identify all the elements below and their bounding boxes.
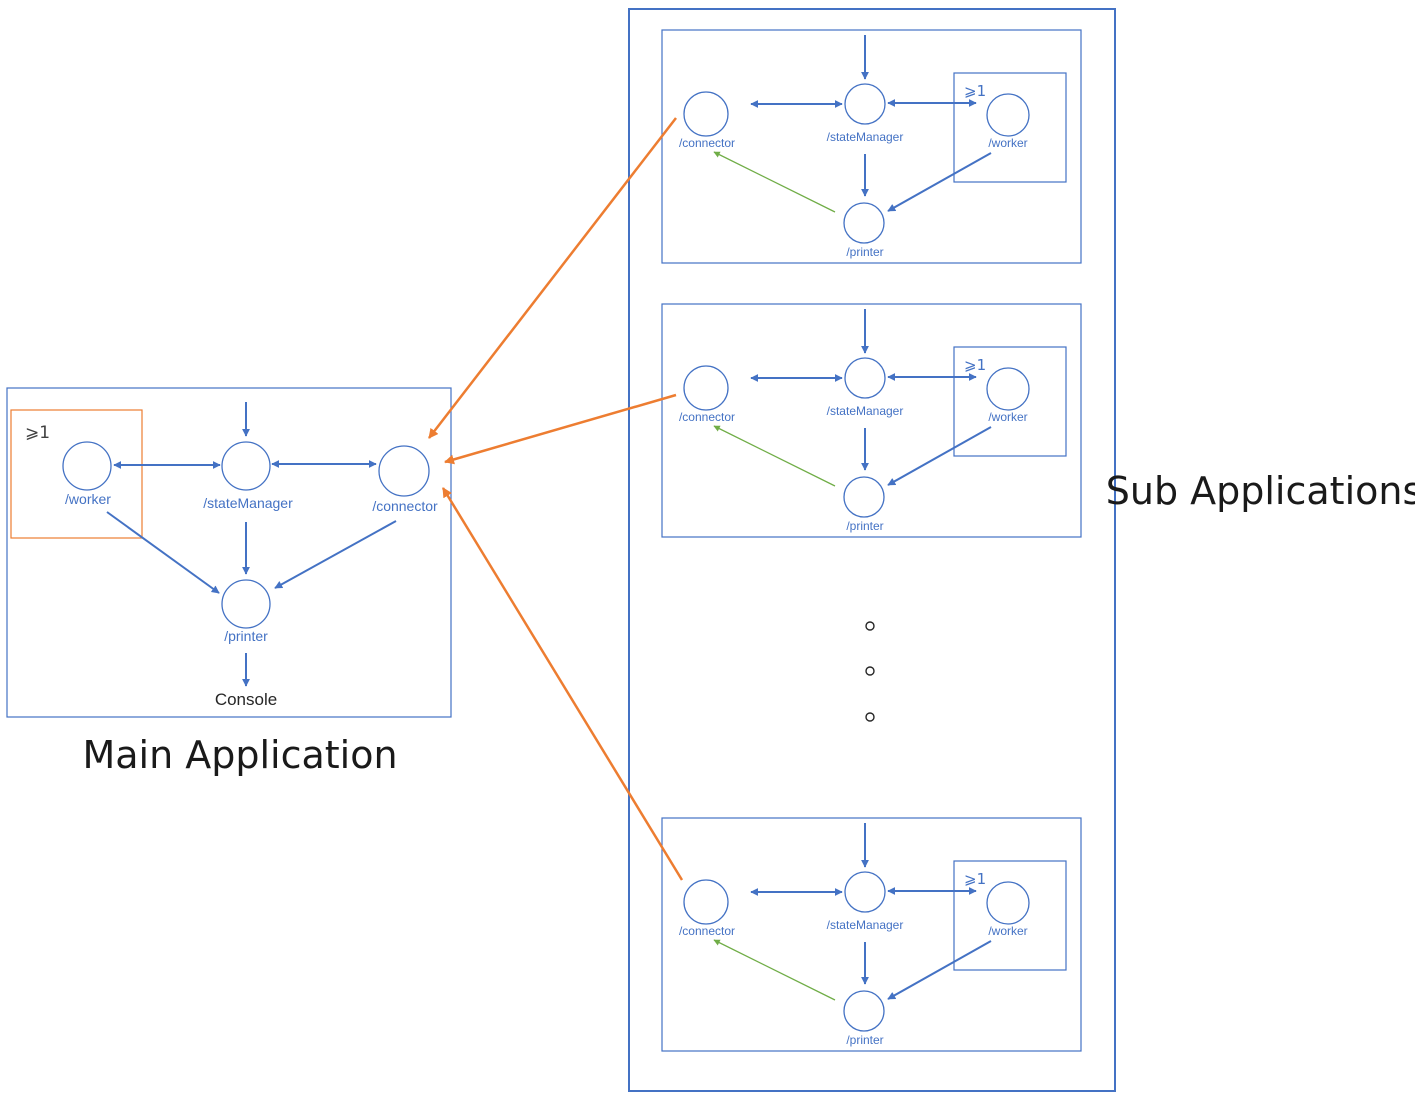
cross-app-connections — [428, 117, 684, 881]
main-worker-label: /worker — [65, 491, 111, 507]
sub-printer-connector-arrow — [713, 151, 836, 213]
sub-worker-group — [953, 346, 1067, 457]
main-application-title: Main Application — [82, 733, 397, 777]
sub-worker-node — [986, 367, 1030, 411]
sub-worker-badge: ⩾1 — [964, 82, 986, 100]
main-printer-label: /printer — [224, 628, 268, 644]
main-printer-node — [221, 579, 271, 629]
sub-application-1: ⩾1 /connector /stateManager /worker /pri… — [661, 29, 1082, 264]
sub-printer-label: /printer — [846, 1033, 883, 1047]
sub-printer-node — [843, 476, 885, 518]
sub-applications: Sub Applications ⩾1 /connector /stateMan… — [628, 8, 1415, 1092]
ellipsis-dot — [865, 621, 875, 631]
sub-application-frame — [661, 29, 1082, 264]
sub-printer-label: /printer — [846, 245, 883, 259]
sub-application-frame — [661, 817, 1082, 1052]
sub-printer-connector-arrow — [713, 939, 836, 1001]
sub-state-manager-label: /stateManager — [827, 130, 904, 144]
main-worker-badge: ⩾1 — [25, 423, 50, 443]
sub-worker-label: /worker — [988, 410, 1027, 424]
sub-worker-badge: ⩾1 — [964, 356, 986, 374]
console-label: Console — [215, 690, 277, 709]
sub-worker-node — [986, 93, 1030, 137]
main-connector-node — [378, 445, 430, 497]
sub1-to-main-connector-arrow — [428, 117, 677, 439]
main-state-manager-label: /stateManager — [203, 495, 293, 511]
sub-state-manager-label: /stateManager — [827, 918, 904, 932]
sub-connector-label: /connector — [679, 410, 735, 424]
sub-state-manager-node — [844, 871, 886, 913]
sub-applications-title: Sub Applications — [1106, 469, 1415, 513]
sub-applications-frame — [628, 8, 1116, 1092]
sub-printer-connector-arrow — [713, 425, 836, 487]
sub-worker-label: /worker — [988, 924, 1027, 938]
sub3-to-main-connector-arrow — [441, 487, 684, 881]
sub-worker-badge: ⩾1 — [964, 870, 986, 888]
ellipsis — [865, 621, 875, 722]
sub-application-2: ⩾1 /connector /stateManager /worker /pri… — [661, 303, 1082, 538]
sub-connector-node — [683, 879, 729, 925]
main-state-manager-node — [221, 441, 271, 491]
main-application: ⩾1 /worker /stateManager /connector /pri… — [6, 387, 452, 777]
ellipsis-dot — [865, 666, 875, 676]
sub-worker-group — [953, 860, 1067, 971]
ellipsis-dot — [865, 712, 875, 722]
sub-worker-printer-arrow — [887, 940, 992, 1000]
main-worker-printer-arrow — [106, 511, 220, 594]
sub-printer-node — [843, 990, 885, 1032]
sub-worker-group — [953, 72, 1067, 183]
main-connector-printer-arrow — [274, 520, 397, 589]
sub-printer-node — [843, 202, 885, 244]
sub-state-manager-node — [844, 83, 886, 125]
sub-printer-label: /printer — [846, 519, 883, 533]
sub-connector-node — [683, 91, 729, 137]
sub-state-manager-node — [844, 357, 886, 399]
main-worker-node — [62, 441, 112, 491]
sub-application-frame — [661, 303, 1082, 538]
sub-state-manager-label: /stateManager — [827, 404, 904, 418]
sub-connector-node — [683, 365, 729, 411]
sub-worker-label: /worker — [988, 136, 1027, 150]
sub-worker-printer-arrow — [887, 426, 992, 486]
sub-application-3: ⩾1 /connector /stateManager /worker /pri… — [661, 817, 1082, 1052]
main-connector-label: /connector — [372, 498, 438, 514]
sub-worker-printer-arrow — [887, 152, 992, 212]
sub2-to-main-connector-arrow — [444, 393, 677, 465]
sub-worker-node — [986, 881, 1030, 925]
main-worker-group — [10, 409, 143, 539]
sub-connector-label: /connector — [679, 924, 735, 938]
main-application-frame — [6, 387, 452, 718]
sub-connector-label: /connector — [679, 136, 735, 150]
